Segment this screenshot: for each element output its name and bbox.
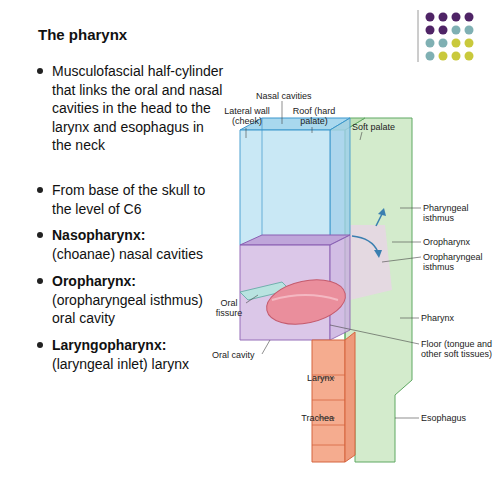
- larynx-front: [312, 340, 345, 462]
- nasal-front: [240, 130, 330, 245]
- slide-title: The pharynx: [38, 26, 127, 44]
- part-label: Roof (hard palate): [282, 106, 346, 126]
- oral-cavity-box: [240, 235, 350, 340]
- bullet-dot: [37, 187, 43, 193]
- decor-dot: [452, 13, 461, 22]
- leader-lines: [246, 101, 421, 418]
- leader-line: [400, 208, 421, 209]
- ring-line: [312, 445, 345, 446]
- part-label: Esophagus: [421, 413, 491, 423]
- bullet-item: Oropharynx:(oropharyngeal isthmus) oral …: [52, 272, 224, 328]
- decor-dot: [452, 39, 461, 48]
- nasal-edge: [262, 118, 263, 235]
- leader-line: [262, 340, 270, 354]
- part-label: Oral cavity: [212, 350, 272, 360]
- bullet-dot: [37, 278, 43, 284]
- oropharynx-area: [350, 225, 392, 300]
- bullet-dot: [37, 342, 43, 348]
- bullet-text: Musculofascial half-cylinder that links …: [52, 62, 224, 155]
- leader-line: [312, 127, 313, 133]
- nasal-side: [330, 118, 350, 245]
- decor-dot: [426, 39, 435, 48]
- tongue: [263, 273, 350, 331]
- larynx-trachea: [312, 332, 355, 462]
- bullet-dot: [37, 68, 43, 74]
- decor-dot: [465, 52, 474, 61]
- leader-line: [382, 257, 421, 262]
- decor-dot: [426, 26, 435, 35]
- arrow-head: [374, 250, 382, 258]
- part-label: Oropharyngeal isthmus: [423, 252, 493, 272]
- leader-line: [282, 101, 283, 124]
- decor-dot: [439, 26, 448, 35]
- bullet-item: Laryngopharynx:(laryngeal inlet) larynx: [52, 336, 224, 373]
- decor-dot: [465, 26, 474, 35]
- part-label: Oral fissure: [210, 298, 248, 318]
- nasal-cavity-box: [240, 118, 350, 245]
- bullet-heading: Oropharynx:: [52, 272, 224, 291]
- arrow-head: [378, 208, 386, 216]
- flow-arrow: [352, 236, 378, 252]
- part-label: Larynx: [292, 373, 334, 383]
- bullet-text: (oropharyngeal isthmus) oral cavity: [52, 291, 224, 328]
- bullet-dot: [37, 232, 43, 238]
- ring-line: [312, 400, 345, 401]
- part-label: Pharynx: [421, 313, 491, 323]
- decor-dot: [465, 13, 474, 22]
- divider-line: [418, 10, 419, 62]
- pharynx-face: [345, 118, 412, 462]
- bullet-text: (choanae) nasal cavities: [52, 245, 224, 264]
- bullet-text: From base of the skull to the level of C…: [52, 181, 224, 218]
- bullet-item: From base of the skull to the level of C…: [52, 181, 224, 218]
- bullet-item: Nasopharynx:(choanae) nasal cavities: [52, 226, 224, 263]
- decor-dot: [426, 13, 435, 22]
- part-label: Soft palate: [352, 122, 412, 132]
- bullet-text: (laryngeal inlet) larynx: [52, 355, 224, 374]
- part-label: Nasal cavities: [256, 91, 326, 101]
- leader-line: [392, 242, 421, 243]
- part-label: Pharyngeal isthmus: [423, 203, 483, 223]
- bullet-heading: Nasopharynx:: [52, 226, 224, 245]
- bullet-item: Musculofascial half-cylinder that links …: [52, 62, 224, 155]
- leader-line: [400, 318, 419, 319]
- part-label: Oropharynx: [423, 237, 493, 247]
- decor-dot: [426, 52, 435, 61]
- decor-dot: [439, 52, 448, 61]
- decor-dot: [452, 26, 461, 35]
- part-label: Lateral wall (cheek): [218, 106, 276, 126]
- part-label: Trachea: [292, 413, 334, 423]
- leader-line: [246, 295, 258, 303]
- leader-line: [395, 418, 419, 419]
- leader-line: [246, 128, 247, 138]
- part-label: Floor (tongue and other soft tissues): [421, 339, 495, 359]
- tongue-highlight: [272, 295, 338, 300]
- leader-line: [360, 132, 362, 140]
- ring-line: [312, 425, 345, 426]
- decor-dot: [452, 52, 461, 61]
- bullet-heading: Laryngopharynx:: [52, 336, 224, 355]
- larynx-side: [345, 332, 355, 462]
- dot-grid: [426, 13, 474, 61]
- leader-line: [330, 325, 419, 344]
- decor-dot: [439, 13, 448, 22]
- flow-arrow: [376, 214, 382, 226]
- decor-dot: [439, 39, 448, 48]
- decor-dot: [465, 39, 474, 48]
- airflow-arrows: [352, 208, 386, 258]
